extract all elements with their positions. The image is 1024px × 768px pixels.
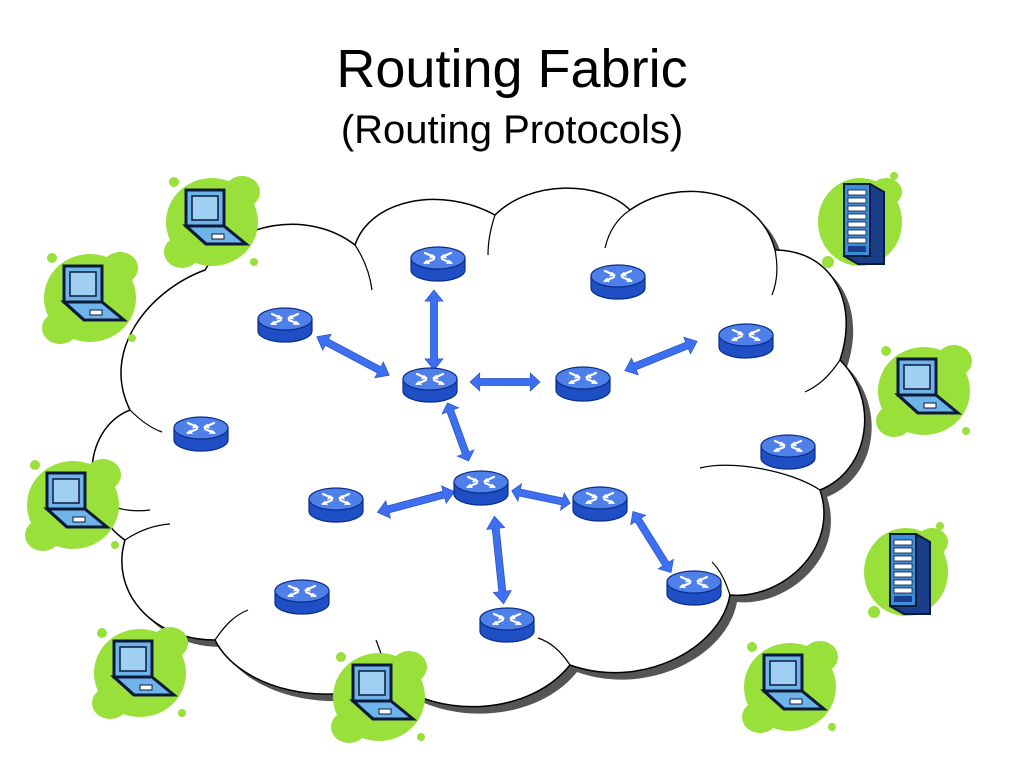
router-icon	[717, 322, 775, 360]
router-icon	[759, 433, 817, 471]
router-icon	[256, 306, 314, 344]
router-icon	[401, 366, 459, 404]
laptop-icon	[23, 457, 123, 553]
laptop-icon	[740, 639, 840, 735]
router-icon	[478, 606, 536, 644]
router-icon	[452, 469, 510, 507]
router-icon	[571, 485, 629, 523]
laptop-icon	[90, 625, 190, 721]
network-cloud	[91, 187, 872, 714]
server-icon	[863, 521, 949, 619]
slide-subtitle: (Routing Protocols)	[340, 108, 684, 152]
router-icon	[589, 263, 647, 301]
router-icon	[273, 578, 331, 616]
router-icon	[307, 486, 365, 524]
slide-title: Routing Fabric	[336, 39, 688, 99]
router-icon	[665, 569, 723, 607]
laptop-icon	[40, 250, 140, 346]
router-icon	[554, 365, 612, 403]
router-icon	[409, 245, 467, 283]
laptop-icon	[874, 343, 974, 439]
server-icon	[817, 171, 903, 269]
router-icon	[172, 415, 230, 453]
